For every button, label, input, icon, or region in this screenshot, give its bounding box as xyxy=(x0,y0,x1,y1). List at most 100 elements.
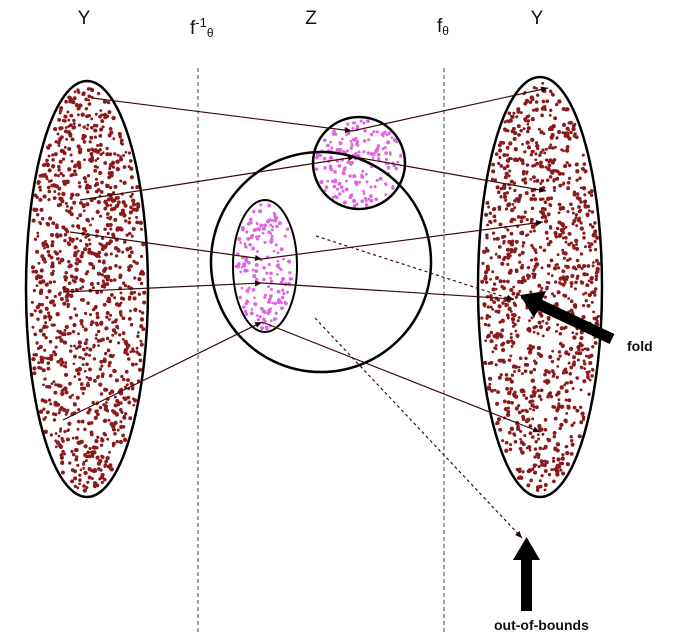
sample-dot xyxy=(99,127,104,132)
sample-dot xyxy=(75,395,80,400)
sample-dot xyxy=(533,267,536,271)
sample-dot xyxy=(561,172,565,176)
sample-dot xyxy=(86,190,90,194)
sample-dot xyxy=(242,263,247,268)
sample-dot xyxy=(594,277,598,282)
sample-dot xyxy=(555,375,559,379)
sample-dot xyxy=(133,276,137,280)
sample-dot xyxy=(69,206,74,210)
sample-dot xyxy=(100,364,104,368)
sample-dot xyxy=(53,390,58,395)
sample-dot xyxy=(535,143,540,149)
sample-dot xyxy=(107,241,112,246)
sample-dot xyxy=(126,357,131,361)
sample-dot xyxy=(118,408,123,412)
sample-dot xyxy=(569,308,574,313)
sample-dot xyxy=(571,244,575,247)
sample-dot xyxy=(536,352,540,355)
sample-dot xyxy=(529,178,533,181)
sample-dot xyxy=(506,410,511,414)
sample-dot xyxy=(107,171,112,176)
sample-dot xyxy=(573,132,577,136)
sample-dot xyxy=(552,456,555,460)
sample-dot xyxy=(564,148,570,153)
sample-dot xyxy=(42,383,45,387)
sample-dot xyxy=(280,295,285,300)
sample-dot xyxy=(502,399,507,404)
sample-dot xyxy=(526,129,530,134)
sample-dot xyxy=(561,371,565,375)
sample-dot xyxy=(54,432,58,435)
sample-dot xyxy=(498,427,503,432)
sample-dot xyxy=(530,117,535,122)
sample-dot xyxy=(493,346,497,350)
sample-dot xyxy=(129,322,134,327)
sample-dot xyxy=(94,438,99,443)
sample-dot xyxy=(282,257,285,261)
sample-dot xyxy=(532,229,536,233)
sample-dot xyxy=(567,163,572,168)
sample-dot xyxy=(116,200,121,205)
sample-dot xyxy=(71,279,75,283)
sample-dot xyxy=(522,390,526,394)
sample-dot xyxy=(585,213,590,218)
sample-dot xyxy=(46,222,51,227)
sample-dot xyxy=(587,292,592,298)
sample-dot xyxy=(85,485,89,490)
sample-dot xyxy=(119,312,122,316)
sample-dot xyxy=(38,409,44,414)
sample-dot xyxy=(550,359,555,364)
sample-dot xyxy=(326,143,330,148)
sample-dot xyxy=(107,364,111,368)
sample-dot xyxy=(95,229,100,234)
sample-dot xyxy=(277,266,281,270)
sample-dot xyxy=(62,340,68,345)
sample-dot xyxy=(246,222,251,226)
sample-dot xyxy=(96,271,102,276)
sample-dot xyxy=(518,289,522,293)
sample-dot xyxy=(576,264,582,269)
sample-dot xyxy=(92,345,96,349)
sample-dot xyxy=(504,373,509,377)
sample-dot xyxy=(42,194,47,199)
sample-dot xyxy=(73,375,77,378)
sample-dot xyxy=(108,167,112,171)
sample-dot xyxy=(35,213,40,217)
sample-dot xyxy=(527,350,533,355)
sample-dot xyxy=(77,181,81,185)
sample-dot xyxy=(536,345,542,351)
sample-dot xyxy=(532,85,537,90)
sample-dot xyxy=(112,198,117,203)
sample-dot xyxy=(89,151,94,156)
sample-dot xyxy=(505,164,510,168)
sample-dot xyxy=(84,107,89,111)
sample-dot xyxy=(485,335,490,339)
sample-dot xyxy=(44,356,48,360)
sample-dot xyxy=(487,323,491,328)
sample-dot xyxy=(562,256,566,260)
sample-dot xyxy=(94,321,99,326)
sample-dot xyxy=(72,122,76,126)
sample-dot xyxy=(526,126,531,131)
sample-dot xyxy=(526,347,530,351)
sample-dot xyxy=(344,187,349,192)
sample-dot xyxy=(491,270,495,274)
sample-dot xyxy=(564,236,568,240)
sample-dot xyxy=(84,242,88,246)
sample-dot xyxy=(569,299,574,304)
sample-dot xyxy=(108,152,113,157)
sample-dot xyxy=(98,405,103,410)
sample-dot xyxy=(581,415,586,420)
sample-dot xyxy=(112,137,116,141)
sample-dot xyxy=(498,279,503,284)
sample-dot xyxy=(532,408,536,412)
sample-dot xyxy=(399,154,403,158)
sample-dot xyxy=(65,137,69,141)
sample-dot xyxy=(533,257,538,262)
sample-dot xyxy=(116,428,120,432)
sample-dot xyxy=(68,395,73,399)
sample-dot xyxy=(104,459,108,464)
sample-dot xyxy=(52,280,56,284)
sample-dot xyxy=(491,308,495,311)
sample-dot xyxy=(571,387,575,390)
